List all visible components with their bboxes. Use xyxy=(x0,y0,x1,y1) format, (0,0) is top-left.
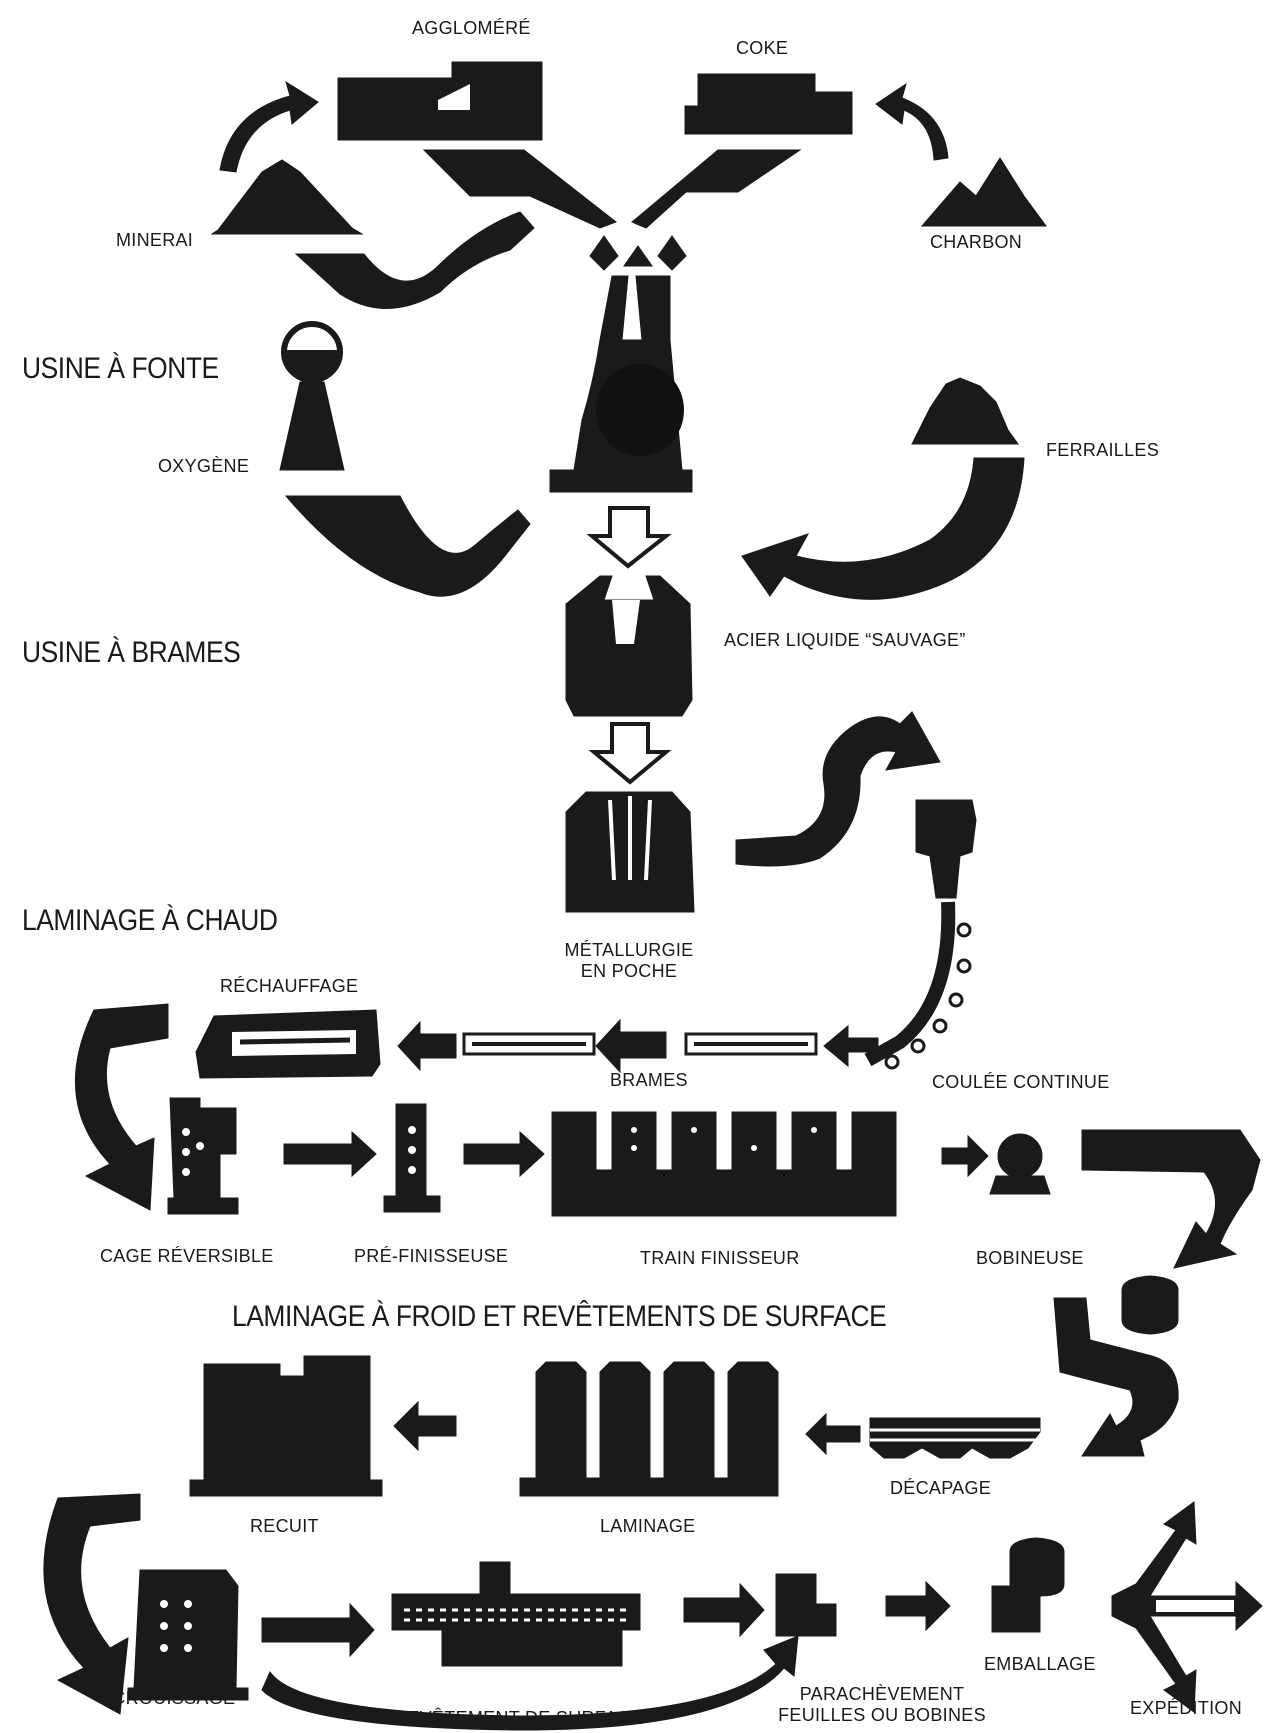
arrow-revetement-parachevement xyxy=(683,1582,765,1638)
label-ecrouissage: ÉCROUISSAGE xyxy=(100,1688,236,1708)
label-metallurgie-line2: EN POCHE xyxy=(580,960,678,981)
label-brames: BRAMES xyxy=(610,1070,688,1090)
ferrailles-pile xyxy=(911,377,1019,445)
section-title-fonte: USINE À FONTE xyxy=(22,352,219,385)
oxygen-pedestal xyxy=(279,381,345,471)
charbon-pile xyxy=(920,157,1047,227)
label-parachevement: PARACHÈVEMENT FEUILLES OU BOBINES xyxy=(762,1684,1002,1725)
label-revetement-surface: REVÊTEMENT DE SURFACE xyxy=(394,1708,644,1728)
arrow-minerai-up xyxy=(219,80,319,173)
arrow-agglomere-down xyxy=(422,149,618,229)
arrow-coke-down xyxy=(631,149,802,229)
label-parachevement-line1: PARACHÈVEMENT xyxy=(799,1684,965,1704)
minerai-pile xyxy=(210,159,364,235)
label-rechauffage: RÉCHAUFFAGE xyxy=(220,976,359,996)
parachevement-block xyxy=(775,1573,837,1637)
coke-block xyxy=(684,73,853,135)
arrow-s-curve xyxy=(735,711,941,867)
revetement-line xyxy=(391,1561,641,1667)
label-emballage: EMBALLAGE xyxy=(984,1654,1096,1674)
label-bobineuse: BOBINEUSE xyxy=(976,1248,1084,1268)
arrow-s-decapage xyxy=(1053,1297,1179,1457)
arrow-pre-train xyxy=(463,1130,545,1178)
arrow-oxygen-swirl xyxy=(284,495,531,597)
label-metallurgie-line1: MÉTALLURGIE xyxy=(564,940,694,960)
arrow-recuit-loop xyxy=(43,1493,141,1715)
arrow-charbon-up xyxy=(875,82,949,161)
laminage-stands xyxy=(519,1361,779,1497)
emballage-package xyxy=(991,1537,1065,1633)
label-pre-finisseuse: PRÉ-FINISSEUSE xyxy=(354,1246,509,1266)
arrow-ferrailles-swirl xyxy=(741,457,1025,600)
coil xyxy=(1121,1275,1179,1335)
label-oxygene: OXYGÈNE xyxy=(158,456,250,476)
label-train-finisseur: TRAIN FINISSEUR xyxy=(640,1248,800,1268)
section-title-brames: USINE À BRAMES xyxy=(22,636,241,669)
label-minerai: MINERAI xyxy=(116,230,194,250)
section-title-froid: LAMINAGE À FROID ET REVÊTEMENTS DE SURFA… xyxy=(232,1300,887,1333)
arrow-cage-pre xyxy=(283,1130,377,1178)
label-metallurgie: MÉTALLURGIE EN POCHE xyxy=(554,940,704,981)
arrow-parachevement-emballage xyxy=(885,1580,951,1632)
label-coulee-continue: COULÉE CONTINUE xyxy=(932,1072,1110,1092)
decapage-unit xyxy=(869,1417,1041,1459)
recuit-furnace xyxy=(189,1355,383,1497)
train-finisseur xyxy=(551,1111,897,1217)
bobineuse xyxy=(997,1133,1043,1179)
ladle-acier xyxy=(565,575,693,717)
continuous-caster xyxy=(915,799,977,899)
ecrouissage-unit xyxy=(127,1569,249,1701)
arrow-to-rechauffage xyxy=(397,1020,457,1072)
arrow-right-zigzag xyxy=(1081,1129,1261,1269)
label-parachevement-line2: FEUILLES OU BOBINES xyxy=(778,1704,986,1725)
label-decapage: DÉCAPAGE xyxy=(890,1478,992,1498)
arrow-center-down xyxy=(586,506,672,569)
arrow-ecrouissage-revetement xyxy=(261,1602,375,1658)
arrow-laminage-recuit xyxy=(393,1400,457,1452)
label-ferrailles: FERRAILLES xyxy=(1046,440,1160,460)
arrow-to-slab-2 xyxy=(823,1024,879,1068)
label-coke: COKE xyxy=(736,38,789,58)
arrow-slabs xyxy=(595,1018,667,1074)
arrow-decapage-laminage xyxy=(805,1412,861,1456)
label-cage-reversible: CAGE RÉVERSIBLE xyxy=(100,1246,274,1266)
label-expedition: EXPÉDITION xyxy=(1130,1698,1243,1718)
arrow-train-bobineuse xyxy=(941,1134,989,1178)
label-charbon: CHARBON xyxy=(930,232,1023,252)
caster-strand xyxy=(864,901,956,1067)
arrow-revetement-bottom xyxy=(261,1635,799,1731)
label-agglomere: AGGLOMÉRÉ xyxy=(412,18,531,38)
arrow-rechauffage-loop xyxy=(74,1003,169,1211)
label-recuit: RECUIT xyxy=(250,1516,319,1536)
cage-reversible xyxy=(167,1097,239,1215)
section-title-chaud: LAMINAGE À CHAUD xyxy=(22,904,278,937)
label-acier-liquide: ACIER LIQUIDE “SAUVAGE” xyxy=(724,630,966,650)
arrow-minerai-swirl xyxy=(294,211,535,309)
pre-finisseuse xyxy=(383,1103,441,1213)
label-laminage: LAMINAGE xyxy=(600,1516,696,1536)
arrow-ladle-down xyxy=(588,722,672,785)
